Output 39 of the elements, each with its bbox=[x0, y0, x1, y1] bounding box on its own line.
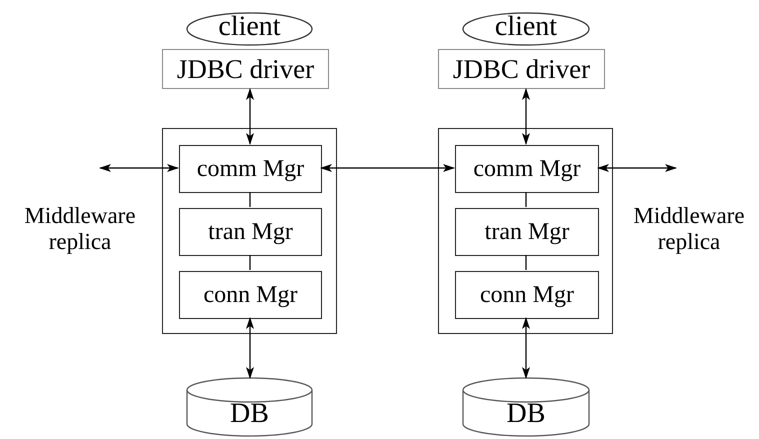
node-label: client bbox=[218, 13, 281, 41]
node-label: tran Mgr bbox=[208, 220, 293, 244]
process-box bbox=[162, 49, 329, 89]
side-label: Middleware replica bbox=[23, 203, 137, 256]
node-label: DB bbox=[506, 400, 546, 428]
database-cylinder bbox=[462, 378, 590, 436]
process-box bbox=[179, 271, 322, 319]
double-arrow bbox=[522, 317, 530, 379]
process-box bbox=[455, 208, 599, 256]
node-label: JDBC driver bbox=[452, 56, 590, 82]
double-arrow bbox=[99, 164, 179, 172]
side-label: Middleware replica bbox=[632, 203, 746, 256]
connector-line bbox=[249, 192, 251, 207]
node-label: client bbox=[494, 13, 558, 41]
node-label: conn Mgr bbox=[480, 283, 574, 307]
node-label: JDBC driver bbox=[176, 56, 314, 82]
node-label: DB bbox=[230, 400, 269, 428]
container-box bbox=[438, 128, 613, 334]
connector-line bbox=[249, 255, 251, 270]
process-box bbox=[455, 145, 599, 193]
client-ellipse bbox=[462, 12, 590, 46]
node-label: tran Mgr bbox=[484, 220, 570, 244]
double-arrow bbox=[320, 164, 455, 172]
client-ellipse bbox=[186, 12, 313, 46]
double-arrow bbox=[246, 317, 254, 379]
double-arrow bbox=[522, 88, 530, 145]
double-arrow bbox=[246, 88, 254, 145]
connector-line bbox=[525, 192, 527, 207]
node-label: comm Mgr bbox=[473, 157, 581, 181]
process-box bbox=[455, 271, 599, 319]
container-box bbox=[162, 128, 337, 334]
database-cylinder bbox=[186, 378, 313, 436]
process-box bbox=[438, 49, 605, 89]
process-box bbox=[179, 208, 322, 256]
node-label: comm Mgr bbox=[196, 157, 304, 181]
connector-line bbox=[525, 255, 527, 270]
node-label: conn Mgr bbox=[204, 283, 298, 307]
double-arrow bbox=[597, 164, 677, 172]
process-box bbox=[179, 145, 322, 193]
